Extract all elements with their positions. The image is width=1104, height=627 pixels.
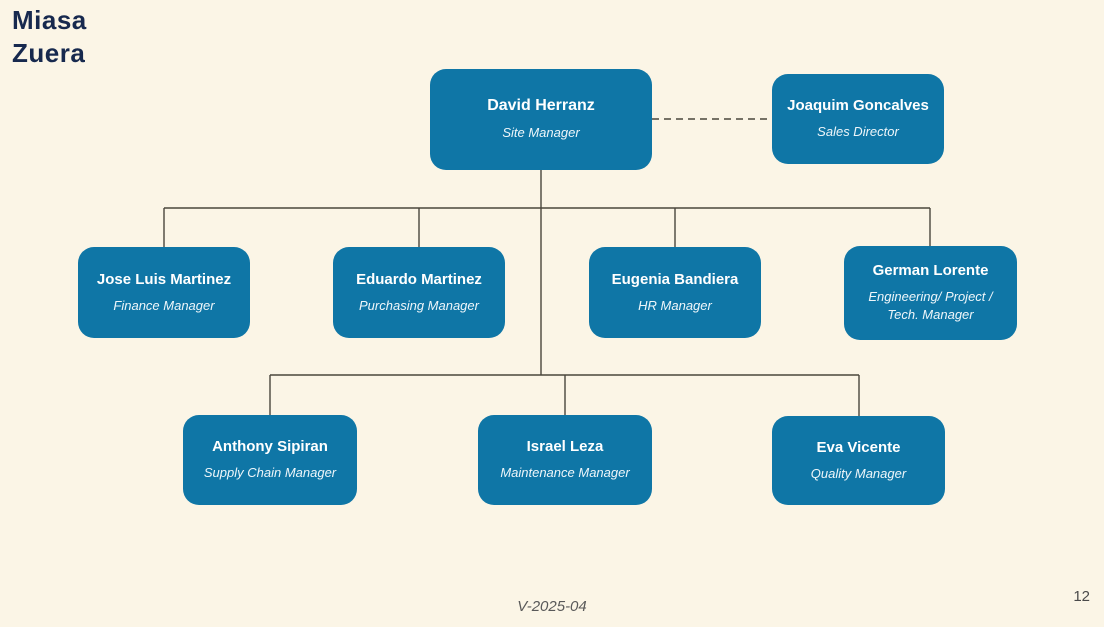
node-role: Engineering/ Project / Tech. Manager <box>868 289 993 322</box>
node-name: Eva Vicente <box>816 438 901 456</box>
slide-title-line1: Miasa <box>12 5 87 35</box>
org-node-maintenance-manager: Israel Leza Maintenance Manager <box>478 415 652 505</box>
page-number: 12 <box>1073 588 1090 605</box>
node-role: Maintenance Manager <box>500 465 630 481</box>
node-role: Sales Director <box>817 124 899 140</box>
slide-title-line2: Zuera <box>12 37 86 68</box>
node-role: Site Manager <box>502 125 580 141</box>
node-name: Eduardo Martinez <box>356 270 482 288</box>
node-role: HR Manager <box>638 297 712 313</box>
node-name: Israel Leza <box>526 438 604 456</box>
org-node-quality-manager: Eva Vicente Quality Manager <box>772 416 945 505</box>
org-node-engineering-manager: German Lorente Engineering/ Project / Te… <box>844 246 1017 340</box>
node-role: Supply Chain Manager <box>203 465 337 481</box>
node-name: David Herranz <box>487 97 595 115</box>
org-node-finance-manager: Jose Luis Martinez Finance Manager <box>78 247 250 338</box>
node-name: Jose Luis Martinez <box>96 270 232 288</box>
org-node-purchasing-manager: Eduardo Martinez Purchasing Manager <box>333 247 505 338</box>
node-name: Joaquim Goncalves <box>787 97 929 115</box>
node-name: German Lorente <box>872 262 989 280</box>
org-node-site-manager: David Herranz Site Manager <box>430 69 652 170</box>
version-label: V-2025-04 <box>517 598 587 615</box>
node-role: Finance Manager <box>113 297 215 313</box>
node-role: Quality Manager <box>810 465 907 481</box>
org-node-supply-chain-manager: Anthony Sipiran Supply Chain Manager <box>183 415 357 505</box>
org-node-hr-manager: Eugenia Bandiera HR Manager <box>589 247 761 338</box>
node-name: Eugenia Bandiera <box>611 270 739 288</box>
node-name: Anthony Sipiran <box>212 438 328 456</box>
node-role: Purchasing Manager <box>359 297 479 313</box>
slide-title: Miasa Zuera <box>12 4 87 69</box>
org-node-sales-director: Joaquim Goncalves Sales Director <box>772 74 944 164</box>
